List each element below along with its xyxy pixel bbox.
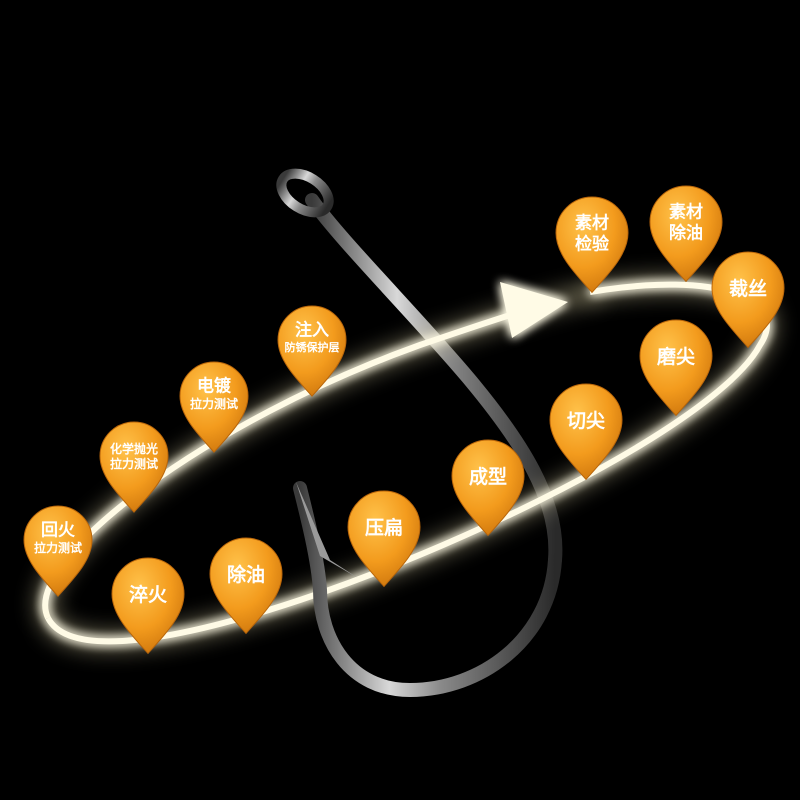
pin-marker-shape <box>451 439 525 537</box>
pin-label-line: 成型 <box>469 465 507 488</box>
pin-label-line: 化学抛光 <box>110 441 158 456</box>
hook-barb <box>296 482 358 578</box>
pin-marker-shape <box>549 383 623 481</box>
pin-marker-shape <box>555 196 629 294</box>
pin-marker-shape <box>99 421 169 513</box>
pin-marker-shape <box>277 305 347 397</box>
pin-marker-shape <box>347 490 421 588</box>
pin-label-line: 电镀 <box>197 375 232 396</box>
pin-quenching: 淬火 <box>111 557 185 655</box>
pin-marker-shape <box>23 505 93 597</box>
pin-degrease: 除油 <box>209 537 283 635</box>
pin-label-line: 防锈保护层 <box>285 340 340 354</box>
pin-cutting-point: 切尖 <box>549 383 623 481</box>
pin-marker-shape <box>179 361 249 453</box>
pin-marker-shape <box>649 185 723 283</box>
process-steps: 素材检验素材除油裁丝磨尖切尖成型压扁除油淬火回火拉力测试化学抛光拉力测试电镀拉力… <box>23 185 785 655</box>
pin-flattening: 压扁 <box>347 490 421 588</box>
pin-label-line: 除油 <box>227 563 265 586</box>
pin-label-line: 素材 <box>669 201 703 222</box>
pin-label-line: 压扁 <box>365 516 403 539</box>
fishhook <box>276 168 562 698</box>
pin-label-line: 除油 <box>669 223 703 244</box>
pin-marker-shape <box>209 537 283 635</box>
pin-label-line: 注入 <box>295 319 329 340</box>
pin-label-line: 回火 <box>41 520 76 540</box>
pin-marker-shape <box>639 319 713 417</box>
pin-label-line: 切尖 <box>567 409 605 432</box>
pin-label-line: 拉力测试 <box>34 540 82 555</box>
pin-wire-cutting: 裁丝 <box>711 251 785 349</box>
pin-label-line: 裁丝 <box>729 277 767 300</box>
pin-marker-shape <box>711 251 785 349</box>
pin-label-line: 素材 <box>575 212 609 233</box>
hook-eye <box>276 168 334 218</box>
pin-label-line: 拉力测试 <box>190 396 238 411</box>
ring-arrowhead <box>500 282 568 338</box>
pin-forming: 成型 <box>451 439 525 537</box>
pin-marker-shape <box>111 557 185 655</box>
pin-label-line: 检验 <box>575 234 610 255</box>
pin-label-line: 淬火 <box>129 583 168 606</box>
pin-grinding-point: 磨尖 <box>639 319 713 417</box>
pin-label-line: 磨尖 <box>656 345 695 368</box>
pin-label-line: 拉力测试 <box>110 456 158 471</box>
